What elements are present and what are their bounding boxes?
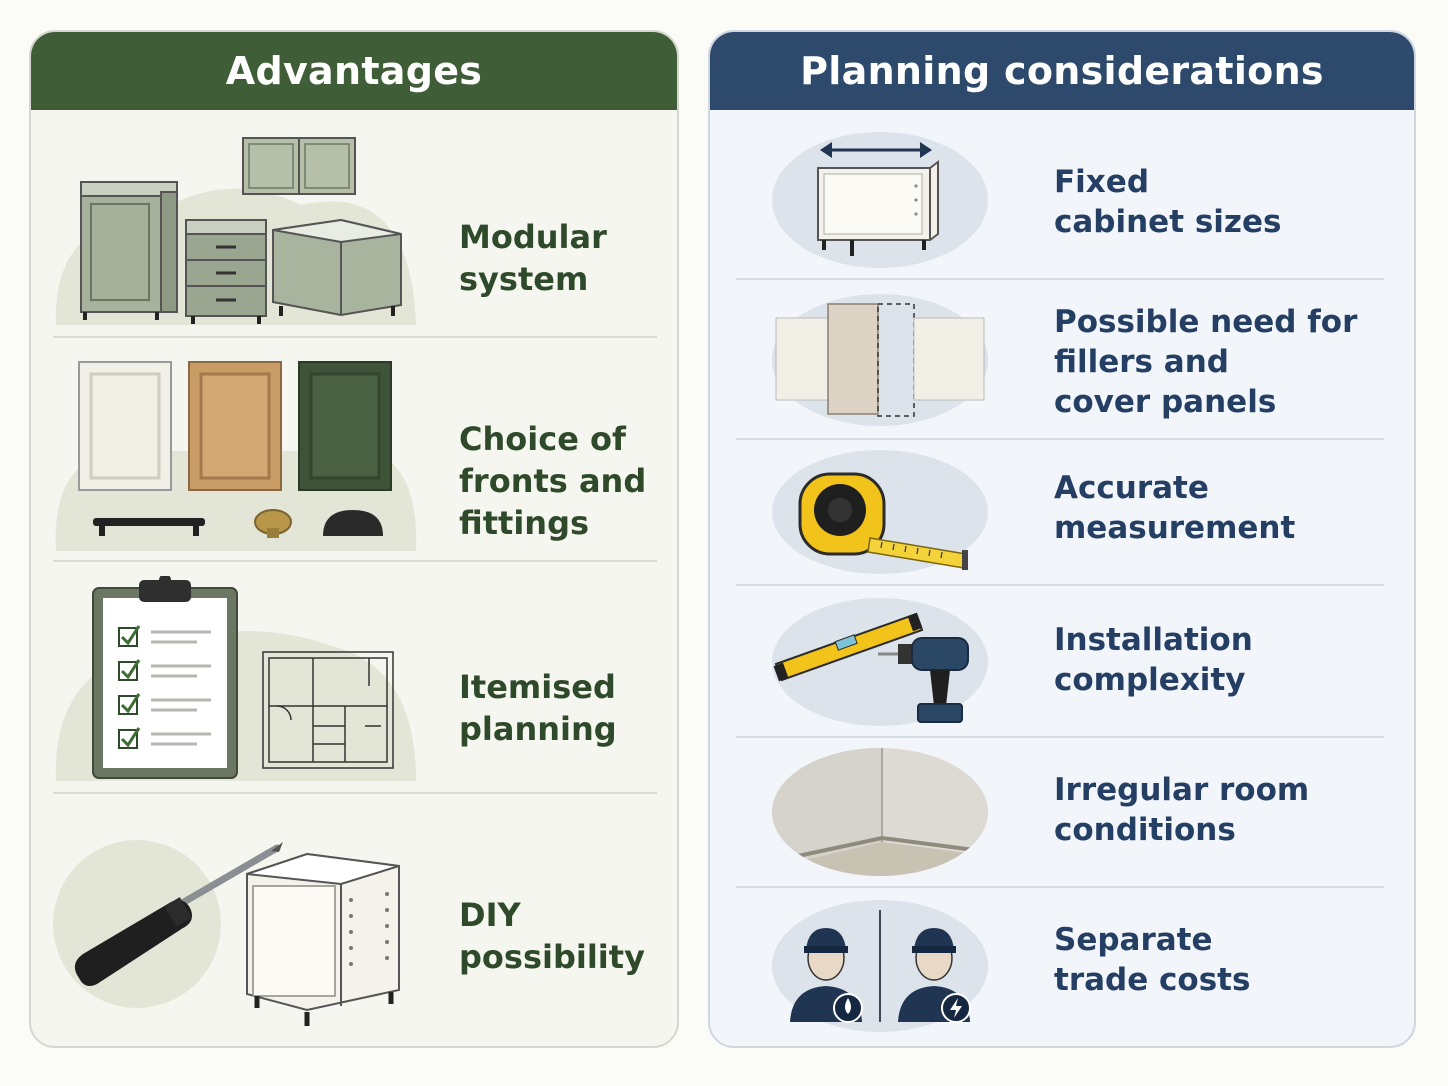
planning-label-trade-costs: Separate trade costs (1054, 922, 1251, 998)
planning-item-fillers: Possible need for fillers and cover pane… (710, 280, 1414, 438)
filler-panel-icon (772, 294, 988, 426)
divider (736, 438, 1384, 440)
divider (736, 278, 1384, 280)
advantage-label-diy: DIY possibility (459, 896, 645, 976)
divider (736, 736, 1384, 738)
advantage-item-planning: Itemised planning (31, 562, 677, 792)
advantage-item-diy: DIY possibility (31, 794, 677, 1044)
planning-label-installation: Installation complexity (1054, 622, 1253, 698)
planning-item-measurement: Accurate measurement (710, 440, 1414, 584)
advantage-label-fronts: Choice of fronts and fittings (459, 420, 647, 542)
advantages-title: Advantages (31, 32, 677, 110)
cabinet-fronts-icon (55, 361, 417, 551)
advantage-label-planning: Itemised planning (459, 668, 617, 748)
level-drill-icon (772, 598, 988, 726)
planning-item-room-conditions: Irregular room conditions (710, 738, 1414, 886)
divider (736, 886, 1384, 888)
planning-item-trade-costs: Separate trade costs (710, 888, 1414, 1046)
screwdriver-cabinet-icon (53, 840, 400, 1026)
tradespeople-icon (772, 900, 988, 1032)
planning-title: Planning considerations (710, 32, 1414, 110)
planning-label-measurement: Accurate measurement (1054, 470, 1296, 546)
fixed-size-cabinet-icon (772, 132, 988, 268)
planning-item-installation: Installation complexity (710, 586, 1414, 736)
planning-label-fixed-sizes: Fixed cabinet sizes (1054, 164, 1282, 240)
tape-measure-icon (772, 450, 988, 574)
divider (53, 792, 657, 794)
planning-label-fillers: Possible need for fillers and cover pane… (1054, 304, 1358, 420)
room-corner-icon (772, 748, 988, 876)
divider (736, 584, 1384, 586)
divider (53, 336, 657, 338)
planning-label-room-conditions: Irregular room conditions (1054, 772, 1310, 848)
clipboard-plan-icon (55, 576, 417, 781)
advantage-item-modular: Modular system (31, 110, 677, 336)
advantage-item-fronts: Choice of fronts and fittings (31, 338, 677, 560)
planning-panel: Planning considerations Fixed cabinet si… (708, 30, 1416, 1048)
advantage-label-modular: Modular system (459, 218, 607, 298)
advantages-panel: Advantages (29, 30, 679, 1048)
planning-item-fixed-sizes: Fixed cabinet sizes (710, 110, 1414, 278)
divider (53, 560, 657, 562)
modular-cabinets-icon (55, 137, 417, 325)
